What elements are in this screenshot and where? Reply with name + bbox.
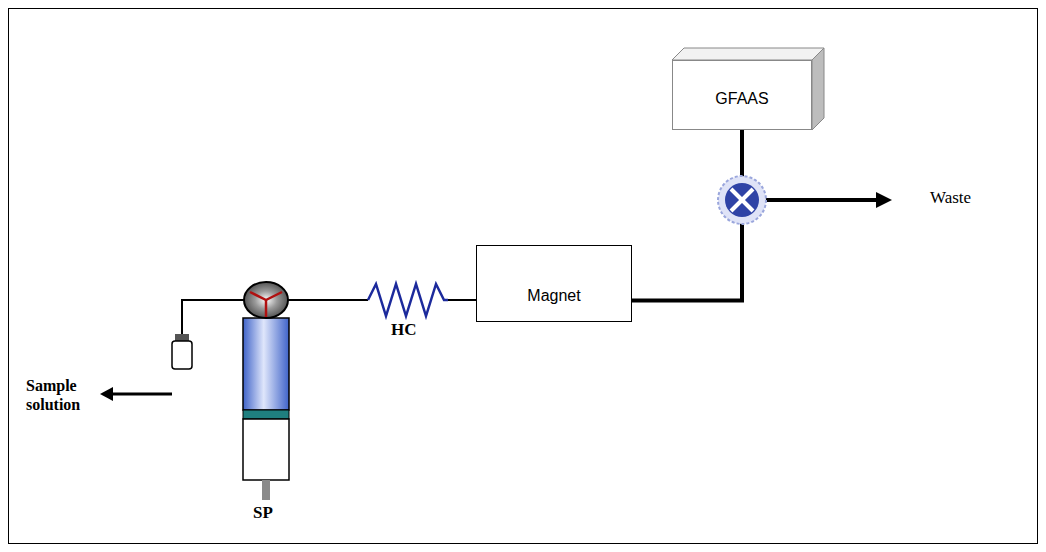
frame: [9, 9, 1038, 544]
syringe-lower: [243, 419, 289, 480]
node-label: Magnet: [527, 287, 580, 305]
magnet-box: Magnet: [476, 245, 632, 322]
waste-arrowhead: [876, 192, 892, 208]
node-label: GFAAS: [715, 90, 768, 108]
plunger-rod: [262, 480, 270, 500]
waste-line: [764, 198, 878, 202]
syringe-barrel: [243, 318, 289, 410]
sample-arrowhead: [100, 387, 113, 401]
sample-tube: [182, 300, 244, 336]
sample-label: Sample solution: [26, 376, 96, 414]
vial: [172, 341, 192, 369]
outlet-label: Waste: [930, 188, 971, 208]
valve-y: [250, 292, 282, 317]
instrument-box: GFAAS: [672, 60, 812, 130]
tube: [448, 299, 478, 301]
valve-glow: [718, 176, 766, 224]
valve-x: [731, 189, 753, 211]
tube: [286, 299, 368, 301]
vial-cap: [175, 334, 189, 341]
holding-coil: [368, 284, 448, 316]
sample-arrow: [112, 393, 172, 396]
syringe-plunger: [243, 410, 289, 419]
syringe-valve: [244, 282, 288, 318]
valve-body: [725, 183, 759, 217]
pump-label: SP: [253, 503, 273, 523]
box-side: [812, 48, 824, 130]
coil-label: HC: [391, 320, 417, 340]
box-top: [672, 48, 824, 60]
